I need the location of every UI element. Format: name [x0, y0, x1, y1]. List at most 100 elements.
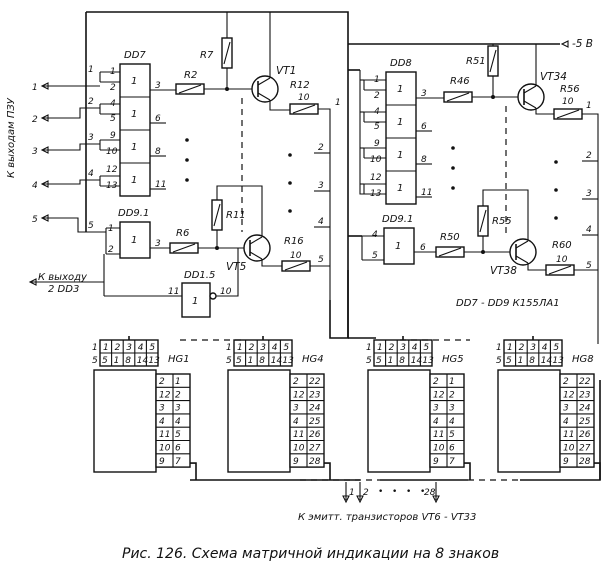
right-chip2-label: DD9.1 — [382, 214, 413, 225]
svg-text:2: 2 — [32, 115, 38, 125]
display-top-pin: 3 — [530, 343, 536, 353]
display-side-pin: 7 — [175, 457, 181, 467]
svg-text:12: 12 — [370, 173, 382, 183]
display-top-pin: 2 — [249, 343, 255, 353]
svg-text:1: 1 — [395, 241, 401, 252]
svg-text:10: 10 — [298, 93, 310, 103]
svg-text:3: 3 — [318, 181, 324, 191]
svg-text:10: 10 — [556, 255, 568, 265]
bottom-left-label-2: 2 DD3 — [48, 284, 79, 295]
svg-text:1: 1 — [108, 224, 114, 234]
display-top-pin: 5 — [149, 343, 155, 353]
display-side-pin: 10 — [159, 444, 171, 454]
display-top-pin: 5 — [423, 343, 429, 353]
svg-text:10: 10 — [290, 251, 302, 261]
svg-text:•: • — [378, 487, 383, 497]
svg-text:2: 2 — [374, 91, 380, 101]
display-name: HG5 — [442, 354, 464, 365]
svg-text:5: 5 — [318, 255, 324, 265]
display-side-pin: 23 — [309, 390, 321, 400]
transistor-vt38 — [509, 238, 537, 266]
svg-text:2: 2 — [88, 97, 94, 107]
svg-text:1: 1 — [349, 488, 355, 498]
bottom-left-label-1: К выходу — [38, 272, 88, 283]
display-side-pin: 1 — [449, 377, 455, 387]
display-left-pin: 5 — [226, 356, 232, 366]
display-side-pin: 9 — [159, 457, 165, 467]
display-side-pin: 4 — [293, 417, 299, 427]
r6-label: R6 — [176, 228, 189, 239]
display-top-pin: 4 — [272, 343, 278, 353]
figure-caption: Рис. 126. Схема матричной индикации на 8… — [122, 546, 499, 562]
display-left-pin: 1 — [226, 343, 232, 353]
left-bus-label: К выходам ПЗУ — [6, 97, 17, 178]
r50-label: R50 — [440, 232, 460, 243]
display-side-pin: 9 — [433, 457, 439, 467]
chip-input-pins: 1 2 4 5 9 10 12 13 — [106, 67, 118, 191]
display-side-pin: 3 — [293, 404, 299, 414]
display-side-pin: 2 — [175, 390, 181, 400]
svg-text:1: 1 — [397, 117, 403, 128]
display-top-pin: 3 — [400, 343, 406, 353]
display-top-pin: 1 — [237, 343, 243, 353]
svg-text:6: 6 — [421, 122, 427, 132]
display-side-pin: 25 — [309, 417, 321, 427]
svg-text:8: 8 — [421, 155, 427, 165]
svg-text:10: 10 — [370, 155, 382, 165]
display-top-pin-2: 8 — [259, 356, 265, 366]
display-side-pin: 2 — [449, 390, 455, 400]
display-top-pin-2: 14 — [411, 356, 423, 366]
svg-text:1: 1 — [586, 101, 592, 111]
display-name: HG8 — [572, 354, 594, 365]
svg-text:8: 8 — [155, 147, 161, 157]
transistor-vt5 — [243, 234, 271, 262]
display-body — [497, 369, 561, 473]
display-top-pin-2: 1 — [388, 356, 394, 366]
display-left-pin: 1 — [496, 343, 502, 353]
display-top-pin-2: 13 — [282, 356, 294, 366]
display-side-pin: 2 — [563, 377, 569, 387]
supply-label: -5 В — [572, 38, 593, 50]
svg-text:3: 3 — [155, 81, 161, 91]
svg-text:3: 3 — [88, 133, 94, 143]
display-top-pin: 1 — [507, 343, 513, 353]
display-side-pin: 5 — [449, 430, 455, 440]
transistor-vt1 — [251, 75, 279, 103]
display-top-pin-2: 8 — [529, 356, 535, 366]
svg-text:1: 1 — [335, 98, 341, 108]
display-side-pin: 23 — [579, 390, 591, 400]
display-top-pin-2: 5 — [236, 356, 242, 366]
display-side-pin: 11 — [433, 430, 444, 440]
svg-text:9: 9 — [374, 139, 380, 149]
display-side-pin: 4 — [159, 417, 165, 427]
svg-text:6: 6 — [155, 114, 161, 124]
svg-text:5: 5 — [372, 251, 378, 261]
svg-text:2: 2 — [363, 488, 369, 498]
chip-label: DD7 — [124, 50, 146, 61]
display-top-pin: 2 — [519, 343, 525, 353]
svg-text:3: 3 — [421, 89, 427, 99]
svg-text:12: 12 — [106, 165, 118, 175]
r16-label: R16 — [284, 236, 304, 247]
svg-text:1: 1 — [131, 175, 137, 186]
display-top-pin: 3 — [260, 343, 266, 353]
r2-label: R2 — [184, 70, 197, 81]
display-top-pin-2: 5 — [506, 356, 512, 366]
r7-label: R7 — [200, 50, 214, 61]
svg-text:3: 3 — [32, 147, 38, 157]
svg-text:1: 1 — [131, 109, 137, 120]
display-top-pin-2: 8 — [125, 356, 131, 366]
svg-text:2: 2 — [586, 151, 592, 161]
display-side-pin: 1 — [175, 377, 181, 387]
svg-text:•: • — [392, 487, 397, 497]
display-side-pin: 2 — [433, 377, 439, 387]
svg-text:1: 1 — [131, 235, 137, 246]
display-side-pin: 22 — [309, 377, 321, 387]
r60-label: R60 — [552, 240, 572, 251]
display-left-pin: 5 — [366, 356, 372, 366]
display-top-pin-2: 1 — [248, 356, 254, 366]
